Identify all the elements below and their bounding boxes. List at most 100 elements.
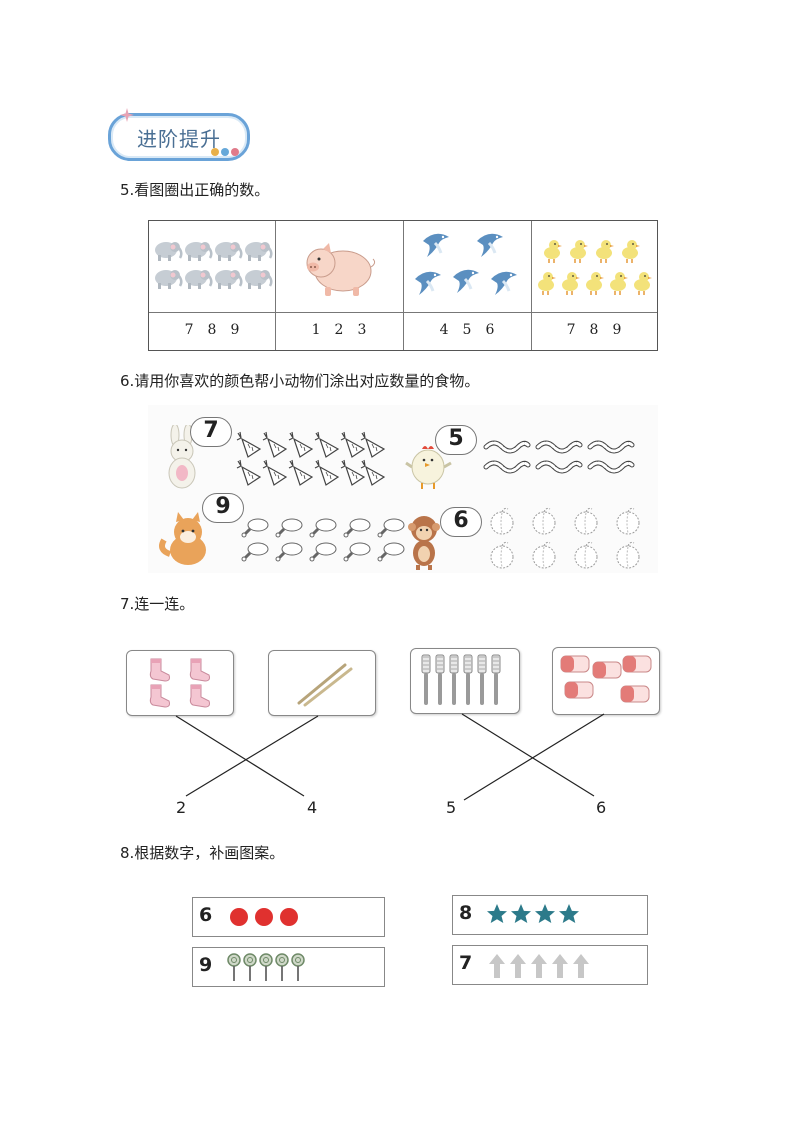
choice-numbers: 4 5 6 [403, 322, 531, 344]
choice-number[interactable]: 4 [439, 322, 449, 338]
peach-icon [490, 541, 514, 569]
elephant-icon [183, 240, 213, 263]
draw-row[interactable]: 8 [452, 895, 648, 935]
arrow-up-icon [573, 954, 589, 978]
duckling-icon [561, 271, 581, 296]
draw-row[interactable]: 6 [192, 897, 385, 937]
arrow-group [489, 954, 589, 978]
duckling-group [537, 239, 653, 296]
carrot-icon [262, 459, 287, 486]
choice-number[interactable]: 8 [589, 322, 599, 338]
arrow-up-icon [552, 954, 568, 978]
choice-numbers: 1 2 3 [275, 322, 403, 344]
lollipop-icon [259, 953, 273, 982]
toothbrush-group [421, 654, 501, 706]
choice-number[interactable]: 6 [485, 322, 495, 338]
star-icon [487, 904, 507, 923]
arrow-up-icon [531, 954, 547, 978]
lollipop-icon [243, 953, 257, 982]
choice-numbers: 7 8 9 [531, 322, 657, 344]
section-badge: 进阶提升 [108, 108, 250, 161]
dolphin-icon [451, 268, 481, 295]
drumstick-icon [240, 517, 270, 539]
choice-number[interactable]: 1 [311, 322, 321, 338]
worm-icon [486, 463, 528, 471]
sock-icon [149, 658, 170, 682]
arrow-up-icon [510, 954, 526, 978]
question-5-title: 5.看图圈出正确的数。 [120, 181, 270, 199]
choice-number[interactable]: 9 [230, 322, 240, 338]
section-title: 进阶提升 [137, 127, 221, 151]
eraser-icon [564, 681, 594, 699]
choice-number[interactable]: 7 [184, 322, 194, 338]
duckling-icon [543, 239, 563, 264]
choice-number[interactable]: 7 [566, 322, 576, 338]
carrot-icon [288, 459, 313, 486]
table-divider [275, 221, 276, 350]
peach-icon [574, 507, 598, 535]
toothbrush-icon [421, 654, 431, 706]
match-number[interactable]: 5 [446, 798, 457, 817]
elephant-icon [213, 268, 243, 291]
elephant-icon [153, 268, 183, 291]
choice-number[interactable]: 8 [207, 322, 217, 338]
duckling-icon [537, 271, 557, 296]
drumstick-group [240, 517, 406, 563]
duckling-icon [595, 239, 615, 264]
eraser-icon [560, 655, 590, 673]
toothbrush-icon [477, 654, 487, 706]
match-line [461, 713, 595, 797]
carrot-icon [262, 431, 287, 458]
eraser-group [560, 655, 652, 703]
lollipop-icon [275, 953, 289, 982]
elephant-icon [243, 240, 273, 263]
carrot-group [236, 431, 385, 486]
choice-number[interactable]: 9 [612, 322, 622, 338]
choice-number[interactable]: 5 [462, 322, 472, 338]
carrot-icon [314, 459, 339, 486]
worm-group [482, 435, 642, 481]
target-number: 9 [199, 954, 213, 976]
star-icon [559, 904, 579, 923]
worm-icon [538, 443, 580, 451]
match-number[interactable]: 2 [176, 798, 187, 817]
drumstick-icon [308, 517, 338, 539]
monkey-icon [408, 516, 440, 570]
drumstick-icon [376, 517, 406, 539]
eraser-icon [620, 685, 650, 703]
elephant-icon [213, 240, 243, 263]
duckling-icon [585, 271, 605, 296]
star-icon [511, 904, 531, 923]
socks-box [126, 650, 234, 716]
peach-icon [616, 541, 640, 569]
sparkle-icon [120, 108, 134, 122]
choice-number[interactable]: 3 [357, 322, 367, 338]
draw-row[interactable]: 7 [452, 945, 648, 985]
fox-icon [159, 512, 206, 565]
question-8-title: 8.根据数字，补画图案。 [120, 844, 285, 862]
match-number[interactable]: 6 [596, 798, 607, 817]
dolphin-group [413, 232, 519, 297]
match-number[interactable]: 4 [307, 798, 318, 817]
dolphin-icon [413, 270, 443, 297]
choice-number[interactable]: 2 [334, 322, 344, 338]
elephant-icon [183, 268, 213, 291]
red-dot-icon [255, 908, 273, 926]
toothbrush-icon [449, 654, 459, 706]
carrot-icon [340, 431, 365, 458]
carrot-icon [288, 431, 313, 458]
chopsticks-box [268, 650, 376, 716]
dolphin-icon [421, 232, 451, 259]
pig-icon [306, 243, 376, 296]
worm-icon [590, 443, 632, 451]
drumstick-icon [308, 541, 338, 563]
choice-numbers: 7 8 9 [149, 322, 275, 344]
drumstick-icon [342, 517, 372, 539]
thought-bubble: 9 [202, 493, 244, 523]
chopsticks-icon [297, 663, 353, 707]
question-5-table: 7 8 9 1 2 3 4 5 6 7 8 9 [148, 220, 658, 351]
sock-icon [149, 684, 170, 708]
elephant-icon [243, 268, 273, 291]
draw-row[interactable]: 9 [192, 947, 385, 987]
peach-icon [574, 541, 598, 569]
